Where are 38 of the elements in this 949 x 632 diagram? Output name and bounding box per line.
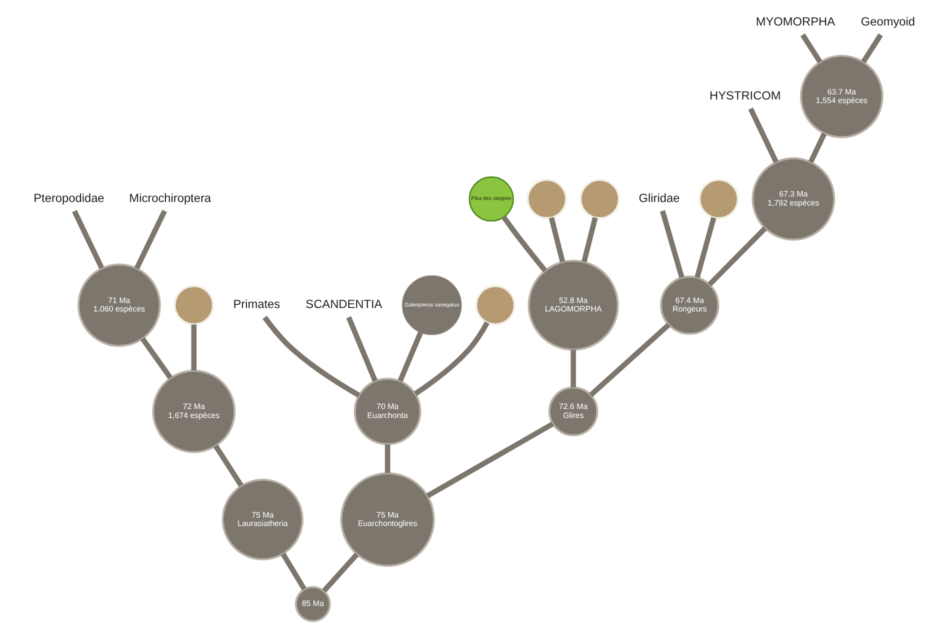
node-text: Microchiroptera: [129, 190, 212, 205]
connector: [414, 321, 490, 396]
connector: [398, 331, 424, 382]
node-circle: [526, 178, 568, 220]
node-text: Primates: [233, 297, 280, 312]
connector: [748, 107, 779, 164]
connector: [582, 217, 598, 263]
connector: [262, 316, 360, 398]
connector: [384, 444, 390, 473]
connector: [502, 216, 548, 272]
connector: [800, 33, 822, 64]
node-text: SCANDENTIA: [306, 297, 382, 312]
node-text: Gliridae: [638, 190, 680, 205]
node-text: Pteropodidae: [34, 190, 104, 205]
connector: [808, 132, 827, 164]
connector: [708, 226, 767, 286]
connector: [134, 210, 168, 270]
connector: [694, 216, 716, 278]
node-circle: [475, 285, 516, 326]
connector: [570, 350, 576, 388]
connector: [588, 322, 671, 398]
node-text: HYSTRICOM: [710, 88, 781, 102]
node-circle: [174, 285, 214, 326]
node-circle: [698, 178, 739, 220]
connector: [213, 444, 244, 488]
connector: [280, 552, 307, 590]
connector: [548, 217, 566, 263]
connector: [660, 210, 684, 278]
node-text: MYOMORPHA: [756, 14, 836, 29]
connector: [346, 316, 378, 382]
connector: [191, 324, 197, 370]
node-text: Geomyoid: [860, 14, 916, 29]
connector: [426, 422, 554, 498]
connector: [140, 337, 173, 380]
node-circle: [580, 178, 620, 220]
connector: [322, 552, 359, 593]
connector: [72, 210, 104, 270]
connector: [861, 33, 883, 64]
